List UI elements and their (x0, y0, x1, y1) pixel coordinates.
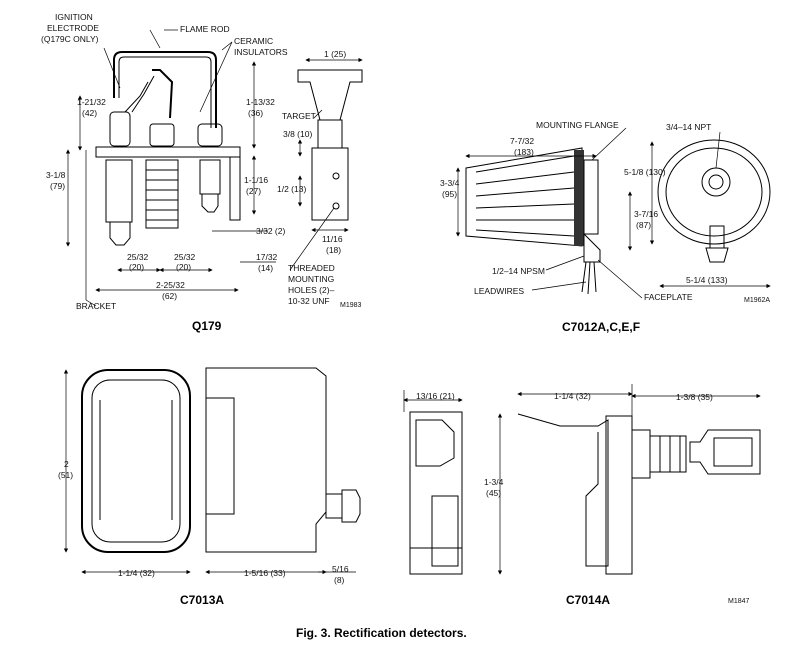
dim-q179-d4: 1-1/16 (244, 175, 268, 185)
ceramic-insulator-left (109, 111, 131, 147)
dim-q179-d2: 3-1/8 (46, 170, 66, 180)
dim-q179-d12: 1/2 (13) (277, 184, 306, 194)
label-ceramic-2: INSULATORS (234, 47, 288, 57)
c7012-npt-port (701, 167, 731, 197)
dim-q179-d1: 1-21/32 (77, 97, 106, 107)
dim-c7013-d2: 1-1/4 (32) (118, 568, 155, 578)
dim-c7014-d4: 1-3/4 (484, 477, 504, 487)
dim-q179-d13m: (18) (326, 245, 341, 255)
c7012-mounting-flange (574, 150, 584, 246)
label-threaded-4: 10-32 UNF (288, 296, 330, 306)
dim-c7013-d1m: (51) (58, 470, 73, 480)
target-mount-block (311, 147, 349, 221)
bracket (95, 146, 241, 158)
dim-q179-d3m: (36) (248, 108, 263, 118)
dim-c7012-d5: 5-1/4 (133) (686, 275, 728, 285)
dim-q179-d4m: (27) (246, 186, 261, 196)
dim-c7014-d1: 13/16 (21) (416, 391, 455, 401)
label-target: TARGET (282, 111, 316, 121)
dim-c7012-d4m: (87) (636, 220, 651, 230)
dim-c7014-d4m: (45) (486, 488, 501, 498)
dim-q179-d10: 1 (25) (324, 49, 346, 59)
dim-q179-d2m: (79) (50, 181, 65, 191)
dim-q179-d6m: (20) (176, 262, 191, 272)
c7014-panel: 13/16 (21) 1-1/4 (32) 1-3/8 (35) 1-3/4 (… (403, 384, 761, 607)
dim-q179-d5m: (20) (129, 262, 144, 272)
dim-c7014-d3: 1-3/8 (35) (676, 392, 713, 402)
ref-m1847: M1847 (728, 598, 750, 605)
figure-caption: Fig. 3. Rectification detectors. (296, 626, 467, 640)
label-ignition-3: (Q179C ONLY) (41, 34, 99, 44)
q179-panel: IGNITION ELECTRODE (Q179C ONLY) FLAME RO… (41, 12, 363, 333)
ref-m1962a: M1962A (744, 297, 770, 304)
label-bracket: BRACKET (76, 301, 116, 311)
c7012-end-view (657, 139, 771, 245)
label-mounting-flange: MOUNTING FLANGE (536, 120, 619, 130)
label-npt34: 3/4–14 NPT (666, 122, 711, 132)
title-c7014: C7014A (566, 593, 610, 607)
label-threaded-2: MOUNTING (288, 274, 334, 284)
dim-q179-d6: 25/32 (174, 252, 196, 262)
dim-c7012-d2m: (95) (442, 189, 457, 199)
c7013-panel: 2 (51) 1-1/4 (32) 1-5/16 (33) 5/16 (8) C… (58, 367, 361, 607)
dim-c7013-d3: 1-5/16 (33) (244, 568, 286, 578)
dim-q179-d7: 17/32 (256, 252, 278, 262)
dim-q179-d3: 1-13/32 (246, 97, 275, 107)
c7012-body (465, 147, 583, 247)
c7014-plate (605, 415, 633, 575)
dim-q179-d9: 2-25/32 (156, 280, 185, 290)
label-ignition-1: IGNITION (55, 12, 93, 22)
dim-c7012-d3: 5-1/8 (130) (624, 167, 666, 177)
c7014-side-body (409, 411, 463, 575)
dim-q179-d9m: (62) (162, 291, 177, 301)
label-npsm: 1/2–14 NPSM (492, 266, 545, 276)
right-body (199, 159, 221, 195)
dim-q179-d5: 25/32 (127, 252, 149, 262)
label-threaded-1: THREADED (288, 263, 335, 273)
label-ceramic-1: CERAMIC (234, 36, 273, 46)
c7013-front-view (81, 369, 191, 553)
dim-c7012-d1m: (183) (514, 147, 534, 157)
ignition-electrode (152, 69, 174, 119)
dim-c7014-d2: 1-1/4 (32) (554, 391, 591, 401)
dim-c7012-d4: 3-7/16 (634, 209, 658, 219)
flame-rod (113, 51, 217, 128)
label-leadwires: LEADWIRES (474, 286, 524, 296)
dim-c7012-d2: 3-3/4 (440, 178, 460, 188)
dim-q179-d8: 3/32 (2) (256, 226, 285, 236)
c7013-side-view (205, 367, 327, 553)
c7014-connector (689, 429, 761, 475)
dim-q179-d1m: (42) (82, 108, 97, 118)
center-body (145, 159, 179, 229)
label-faceplate: FACEPLATE (644, 292, 693, 302)
ceramic-insulator-right (197, 123, 223, 147)
c7012-panel: MOUNTING FLANGE 3/4–14 NPT 7-7/32 (183) … (440, 120, 771, 334)
dim-c7013-d4: 5/16 (332, 564, 349, 574)
dim-q179-d7m: (14) (258, 263, 273, 273)
c7013-connector (341, 489, 361, 523)
label-flame-rod: FLAME ROD (180, 24, 230, 34)
dim-q179-d11: 3/8 (10) (283, 129, 312, 139)
c7012-faceplate (583, 232, 601, 263)
title-c7013: C7013A (180, 593, 224, 607)
label-threaded-3: HOLES (2)– (288, 285, 335, 295)
title-c7012: C7012A,C,E,F (562, 320, 640, 334)
ref-m1983: M1983 (340, 302, 362, 309)
title-q179: Q179 (192, 319, 222, 333)
dim-c7013-d4m: (8) (334, 575, 345, 585)
dim-c7012-d1: 7-7/32 (510, 136, 534, 146)
dim-q179-d13: 11/16 (322, 234, 343, 244)
c7014-fitting (649, 435, 687, 473)
dim-c7013-d1: 2 (64, 459, 69, 469)
left-body (105, 159, 133, 223)
label-ignition-2: ELECTRODE (47, 23, 99, 33)
